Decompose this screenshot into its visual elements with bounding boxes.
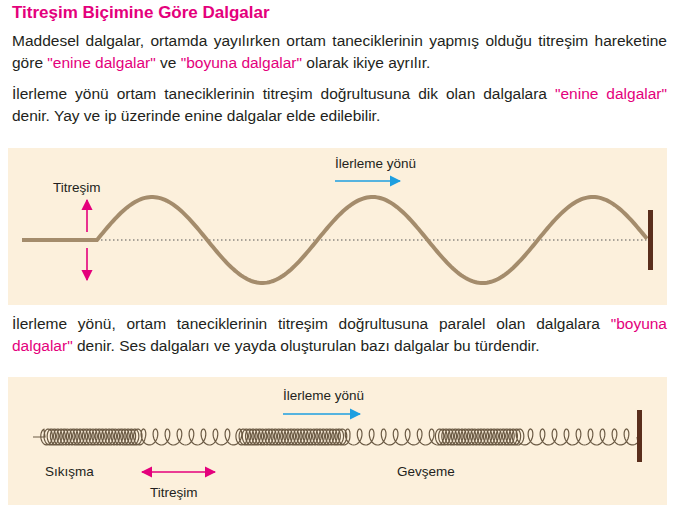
figure-label: İlerleme yönü <box>335 156 416 171</box>
figure-label: İlerleme yönü <box>283 388 364 403</box>
figure-label: Titreşim <box>150 485 198 500</box>
equilibrium-line <box>97 240 648 241</box>
vibration-arrow <box>142 471 215 473</box>
heading: Titreşim Biçimine Göre Dalgalar <box>12 3 270 23</box>
vibration-arrow <box>86 248 88 280</box>
figure-panel: İlerleme yönüTitreşim <box>8 148 667 305</box>
vibration-arrow <box>86 200 88 232</box>
figure-panel: İlerleme yönüSıkışmaTitreşim Gevşeme <box>8 377 667 505</box>
rope-wave <box>22 197 647 283</box>
wall <box>648 210 653 270</box>
paragraph: İlerleme yönü, ortam taneciklerinin titr… <box>12 313 667 357</box>
spring-coil <box>33 429 638 445</box>
figure-label: Gevşeme <box>397 464 455 479</box>
direction-arrow <box>283 413 360 415</box>
direction-arrow <box>335 180 400 182</box>
paragraph: İlerleme yönü ortam taneciklerinin titre… <box>12 83 667 127</box>
wall <box>637 410 642 462</box>
transverse-wave-figure <box>8 148 667 305</box>
figure-label: Sıkışma <box>45 464 94 479</box>
figure-label: Titreşim <box>53 180 101 195</box>
paragraph: Maddesel dalgalar, ortamda yayılırken or… <box>12 30 667 74</box>
